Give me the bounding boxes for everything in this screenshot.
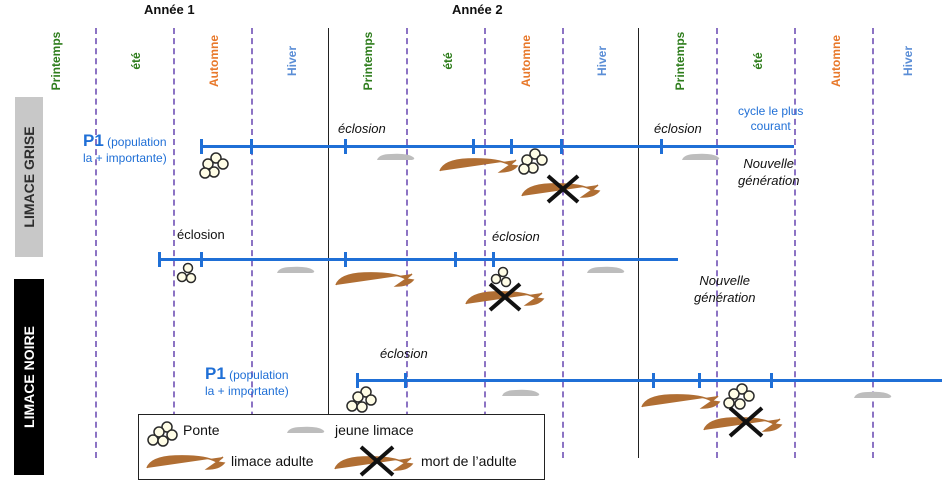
season-label-printemps-3: Printemps bbox=[673, 31, 687, 91]
season-divider bbox=[484, 28, 486, 458]
timeline-tick bbox=[454, 252, 457, 267]
year-divider bbox=[328, 28, 329, 458]
band-limace-noire: LIMACE NOIRE bbox=[14, 279, 44, 475]
eclosion-label: éclosion bbox=[492, 229, 540, 244]
season-divider bbox=[716, 28, 718, 458]
young-slug-icon bbox=[854, 391, 892, 398]
timeline-grise-2 bbox=[158, 258, 678, 261]
p1-detail-line2: la + importante) bbox=[83, 151, 167, 165]
p1-label: P1 bbox=[205, 364, 226, 383]
season-label-automne-2: Automne bbox=[519, 35, 533, 87]
timeline-tick bbox=[158, 252, 161, 267]
season-divider bbox=[95, 28, 97, 458]
population-label-noire: P1 (population la + importante) bbox=[205, 364, 289, 399]
timeline-tick bbox=[510, 139, 513, 154]
timeline-noire bbox=[356, 379, 942, 382]
timeline-tick bbox=[356, 373, 359, 388]
adult-slug-icon bbox=[641, 394, 721, 409]
egg-cluster-icon bbox=[176, 262, 197, 284]
year-1-label: Année 1 bbox=[144, 2, 195, 17]
generation-label: génération bbox=[738, 173, 800, 188]
legend-dead-slug-icon bbox=[334, 445, 414, 477]
legend-egg-icon bbox=[147, 421, 178, 447]
season-label-ete-2: été bbox=[441, 52, 455, 70]
cycle-note: cycle le plus courant bbox=[738, 104, 803, 134]
nouvelle-label: Nouvelle bbox=[699, 273, 751, 288]
egg-cluster-icon bbox=[723, 383, 755, 410]
cycle-line2: courant bbox=[750, 119, 791, 133]
eclosion-label: éclosion bbox=[654, 121, 702, 136]
legend-adult-slug-icon bbox=[146, 455, 226, 470]
timeline-tick bbox=[660, 139, 663, 154]
eclosion-label: éclosion bbox=[177, 227, 225, 242]
legend-mort-label: mort de l’adulte bbox=[421, 453, 517, 469]
adult-slug-icon bbox=[335, 272, 415, 287]
egg-cluster-icon bbox=[346, 386, 377, 413]
legend-box: Ponte jeune limace limace adulte mort de… bbox=[138, 414, 545, 480]
eclosion-label: éclosion bbox=[338, 121, 386, 136]
band-limace-grise: LIMACE GRISE bbox=[15, 97, 43, 257]
nouvelle-label: Nouvelle bbox=[743, 156, 795, 171]
cycle-line1: cycle le plus bbox=[738, 104, 804, 118]
young-slug-icon bbox=[587, 266, 625, 273]
dead-adult-slug-icon bbox=[703, 406, 783, 438]
legend-ponte-label: Ponte bbox=[183, 422, 220, 438]
p1-detail-line1: (population bbox=[107, 135, 167, 149]
season-divider bbox=[872, 28, 874, 458]
timeline-tick bbox=[560, 139, 563, 154]
timeline-tick bbox=[770, 373, 773, 388]
generation-label: génération bbox=[694, 290, 756, 305]
eclosion-label: éclosion bbox=[380, 346, 428, 361]
year-divider bbox=[638, 28, 639, 458]
p1-detail-line1: (population bbox=[229, 368, 289, 382]
timeline-tick bbox=[404, 373, 407, 388]
timeline-tick bbox=[344, 252, 347, 267]
season-label-ete-3: été bbox=[751, 52, 765, 70]
timeline-tick bbox=[344, 139, 347, 154]
legend-young-slug-icon bbox=[287, 426, 325, 433]
season-divider bbox=[173, 28, 175, 458]
timeline-tick bbox=[492, 252, 495, 267]
young-slug-icon bbox=[502, 389, 540, 396]
year-2-label: Année 2 bbox=[452, 2, 503, 17]
timeline-tick bbox=[698, 373, 701, 388]
p1-label: P1 bbox=[83, 131, 104, 150]
young-slug-icon bbox=[377, 153, 415, 160]
season-label-hiver-3: Hiver bbox=[901, 45, 915, 77]
dead-adult-slug-icon bbox=[521, 174, 601, 204]
legend-jeune-label: jeune limace bbox=[335, 422, 414, 438]
season-label-hiver-1: Hiver bbox=[285, 45, 299, 77]
season-label-printemps-1: Printemps bbox=[49, 31, 63, 91]
nouvelle-generation-note: Nouvelle génération bbox=[694, 272, 755, 306]
adult-slug-icon bbox=[439, 158, 519, 173]
season-divider bbox=[406, 28, 408, 458]
season-label-hiver-2: Hiver bbox=[595, 45, 609, 77]
young-slug-icon bbox=[277, 266, 315, 273]
season-label-automne-3: Automne bbox=[829, 35, 843, 87]
legend-adulte-label: limace adulte bbox=[231, 453, 314, 469]
timeline-tick bbox=[472, 139, 475, 154]
timeline-tick bbox=[200, 139, 203, 154]
young-slug-icon bbox=[682, 153, 720, 160]
season-label-automne-1: Automne bbox=[207, 35, 221, 87]
timeline-grise-1 bbox=[200, 145, 794, 148]
timeline-tick bbox=[200, 252, 203, 267]
timeline-tick bbox=[652, 373, 655, 388]
season-divider bbox=[794, 28, 796, 458]
nouvelle-generation-note: Nouvelle génération bbox=[738, 155, 799, 189]
season-divider bbox=[251, 28, 253, 458]
egg-cluster-icon bbox=[199, 152, 229, 179]
p1-detail-line2: la + importante) bbox=[205, 384, 289, 398]
egg-cluster-icon bbox=[518, 148, 548, 175]
season-label-printemps-2: Printemps bbox=[361, 31, 375, 91]
population-label-grise: P1 (population la + importante) bbox=[83, 131, 167, 166]
season-divider bbox=[562, 28, 564, 458]
season-label-ete-1: été bbox=[129, 52, 143, 70]
egg-cluster-icon bbox=[490, 266, 512, 288]
timeline-tick bbox=[250, 139, 253, 154]
dead-adult-slug-icon bbox=[465, 282, 545, 312]
